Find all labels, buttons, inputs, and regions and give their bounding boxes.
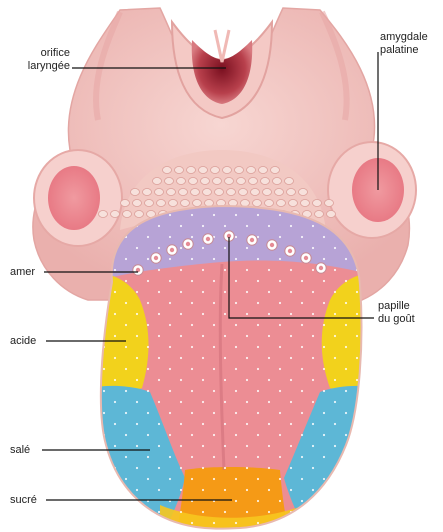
label-orifice-laryngee: orifice laryngée bbox=[10, 47, 70, 73]
root-bump bbox=[223, 167, 232, 174]
root-bump bbox=[155, 189, 164, 196]
root-bump bbox=[201, 178, 210, 185]
root-bump bbox=[227, 189, 236, 196]
label-sucre: sucré bbox=[10, 494, 37, 507]
root-bump bbox=[187, 167, 196, 174]
papilla-center bbox=[154, 256, 158, 260]
root-bump bbox=[271, 167, 280, 174]
root-bump bbox=[239, 189, 248, 196]
root-bump bbox=[211, 167, 220, 174]
root-bump bbox=[289, 200, 298, 207]
tongue bbox=[90, 200, 380, 532]
root-bump bbox=[175, 167, 184, 174]
root-bump bbox=[167, 189, 176, 196]
root-bump bbox=[237, 178, 246, 185]
root-bump bbox=[315, 211, 324, 218]
label-acide: acide bbox=[10, 335, 36, 348]
root-bump bbox=[153, 178, 162, 185]
root-bump bbox=[259, 167, 268, 174]
root-bump bbox=[193, 200, 202, 207]
root-bump bbox=[213, 178, 222, 185]
label-amygdale-palatine: amygdale palatine bbox=[380, 31, 428, 57]
root-bump bbox=[235, 167, 244, 174]
root-bump bbox=[121, 200, 130, 207]
papilla-center bbox=[270, 243, 274, 247]
root-bump bbox=[191, 189, 200, 196]
tonsil-left bbox=[34, 150, 122, 246]
papilla-center bbox=[250, 238, 254, 242]
root-bump bbox=[135, 211, 144, 218]
root-bump bbox=[133, 200, 142, 207]
label-papille-du-gout: papille du goût bbox=[378, 300, 415, 326]
root-bump bbox=[165, 178, 174, 185]
root-bump bbox=[163, 167, 172, 174]
root-bump bbox=[299, 189, 308, 196]
papilla-center bbox=[206, 237, 210, 241]
root-bump bbox=[249, 178, 258, 185]
root-bump bbox=[143, 189, 152, 196]
root-bump bbox=[157, 200, 166, 207]
root-bump bbox=[285, 178, 294, 185]
root-bump bbox=[253, 200, 262, 207]
root-bump bbox=[99, 211, 108, 218]
label-sale: salé bbox=[10, 444, 30, 457]
root-bump bbox=[265, 200, 274, 207]
root-bump bbox=[203, 189, 212, 196]
root-bump bbox=[261, 178, 270, 185]
label-amer: amer bbox=[10, 266, 35, 279]
root-bump bbox=[247, 167, 256, 174]
root-bump bbox=[327, 211, 336, 218]
root-bump bbox=[263, 189, 272, 196]
tonsil-right bbox=[328, 142, 416, 238]
root-bump bbox=[313, 200, 322, 207]
root-bump bbox=[169, 200, 178, 207]
root-bump bbox=[181, 200, 190, 207]
root-bump bbox=[189, 178, 198, 185]
root-bump bbox=[199, 167, 208, 174]
root-bump bbox=[273, 178, 282, 185]
root-bump bbox=[145, 200, 154, 207]
root-bump bbox=[301, 200, 310, 207]
root-bump bbox=[325, 200, 334, 207]
root-bump bbox=[111, 211, 120, 218]
papilla-center bbox=[319, 266, 323, 270]
papilla-center bbox=[170, 248, 174, 252]
root-bump bbox=[275, 189, 284, 196]
root-bump bbox=[131, 189, 140, 196]
papilla-center bbox=[186, 242, 190, 246]
root-bump bbox=[225, 178, 234, 185]
papilla-center bbox=[304, 256, 308, 260]
papilla-center bbox=[288, 249, 292, 253]
root-bump bbox=[277, 200, 286, 207]
root-bump bbox=[287, 189, 296, 196]
root-bump bbox=[123, 211, 132, 218]
root-bump bbox=[251, 189, 260, 196]
root-bump bbox=[179, 189, 188, 196]
root-bump bbox=[215, 189, 224, 196]
root-bump bbox=[177, 178, 186, 185]
